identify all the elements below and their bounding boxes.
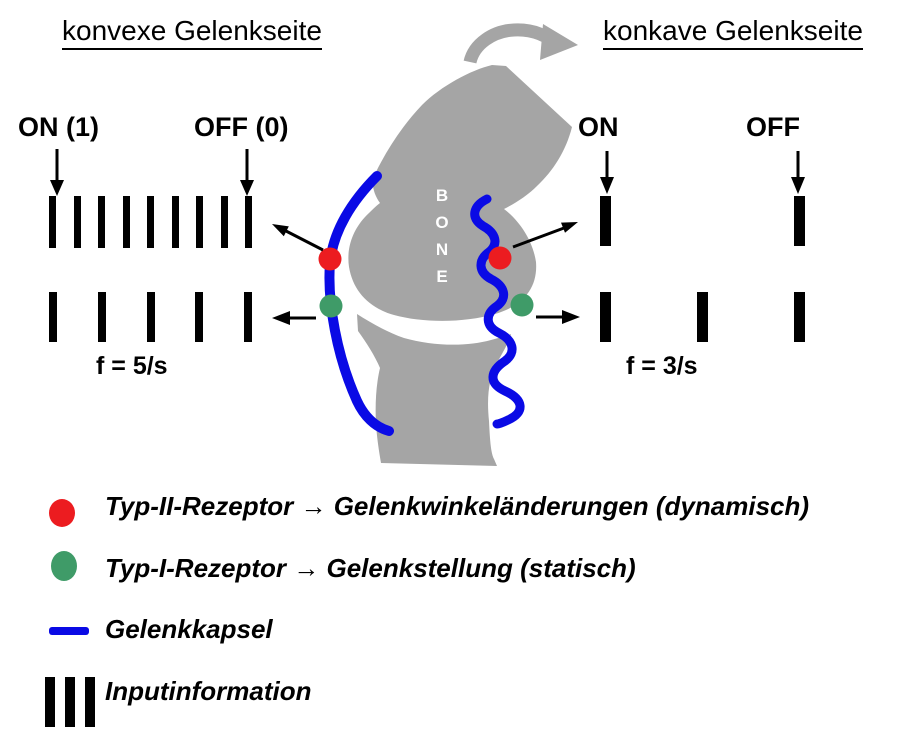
- frequency-label-right: f = 3/s: [626, 352, 698, 380]
- pulse-bar: [147, 196, 154, 248]
- bone-letter: B: [435, 186, 449, 205]
- lower-bone-shape: [357, 314, 511, 466]
- pulse-bar: [196, 196, 203, 248]
- title-concave-side: konkave Gelenkseite: [603, 15, 863, 50]
- type2-receptor-concave: [488, 246, 512, 270]
- down-arrow-off-right: [791, 151, 805, 194]
- legend-type2-receptor-label: Typ-II-Rezeptor → Gelenkwinkeländerungen…: [105, 491, 810, 521]
- pulse-train-right-dynamic: [600, 196, 805, 246]
- legend-capsule-line: [49, 627, 89, 635]
- pulse-bar: [697, 292, 708, 342]
- legend-type1-receptor-label: Typ-I-Rezeptor → Gelenkstellung (statisc…: [105, 553, 636, 583]
- upper-bone-shape: [348, 65, 572, 321]
- pulse-bar: [794, 292, 805, 342]
- arrow-type1-to-left-pulses: [272, 311, 316, 325]
- legend-type2-receptor-dot: [49, 499, 75, 527]
- legend-type1-receptor-dot: [51, 551, 77, 581]
- title-convex-side: konvexe Gelenkseite: [62, 15, 322, 50]
- pulse-bar: [49, 292, 57, 342]
- pulse-bar: [122, 196, 130, 248]
- legend-input-bar: [45, 677, 55, 727]
- type1-receptor-concave: [510, 293, 534, 317]
- type1-receptor-convex: [319, 294, 343, 318]
- pulse-bar: [73, 196, 81, 248]
- pulse-bar: [97, 292, 106, 342]
- bone-letter: E: [436, 267, 448, 286]
- pulse-train-left-static: [49, 292, 252, 342]
- down-arrow-on-right: [600, 151, 614, 194]
- pulse-bar: [146, 292, 155, 342]
- pulse-bar: [98, 196, 105, 248]
- legend-input-bar: [65, 677, 75, 727]
- rotation-arrow-icon: [463, 23, 578, 65]
- pulse-train-left-dynamic: [49, 196, 252, 248]
- pulse-bar: [220, 196, 228, 248]
- frequency-label-left: f = 5/s: [96, 352, 168, 380]
- pulse-bar: [195, 292, 204, 342]
- pulse-bar: [600, 196, 611, 246]
- arrow-type2-to-right-pulses: [512, 222, 578, 249]
- capsule-concave-side: [470, 194, 525, 429]
- down-arrow-off-left: [240, 149, 254, 196]
- type2-receptor-convex: [318, 247, 342, 271]
- off-label-left: OFF (0): [194, 112, 289, 142]
- down-arrow-on-left: [50, 149, 64, 196]
- pulse-bar: [244, 292, 252, 342]
- arrow-type2-to-left-pulses: [272, 224, 324, 252]
- arrow-type1-to-right-pulses: [536, 310, 580, 324]
- legend-input-bar: [85, 677, 95, 727]
- pulse-bar: [794, 196, 805, 246]
- pulse-bar: [245, 196, 252, 248]
- legend-input-label: Inputinformation: [105, 676, 312, 706]
- off-label-right: OFF: [746, 112, 800, 142]
- pulse-train-right-static: [600, 292, 805, 342]
- pulse-bar: [600, 292, 611, 342]
- pulse-bar: [49, 196, 56, 248]
- on-label-right: ON: [578, 112, 619, 142]
- legend-capsule-label: Gelenkkapsel: [105, 614, 273, 644]
- bone-letter: N: [435, 240, 449, 259]
- bone-letter: O: [435, 213, 449, 232]
- on-label-left: ON (1): [18, 112, 99, 142]
- pulse-bar: [171, 196, 179, 248]
